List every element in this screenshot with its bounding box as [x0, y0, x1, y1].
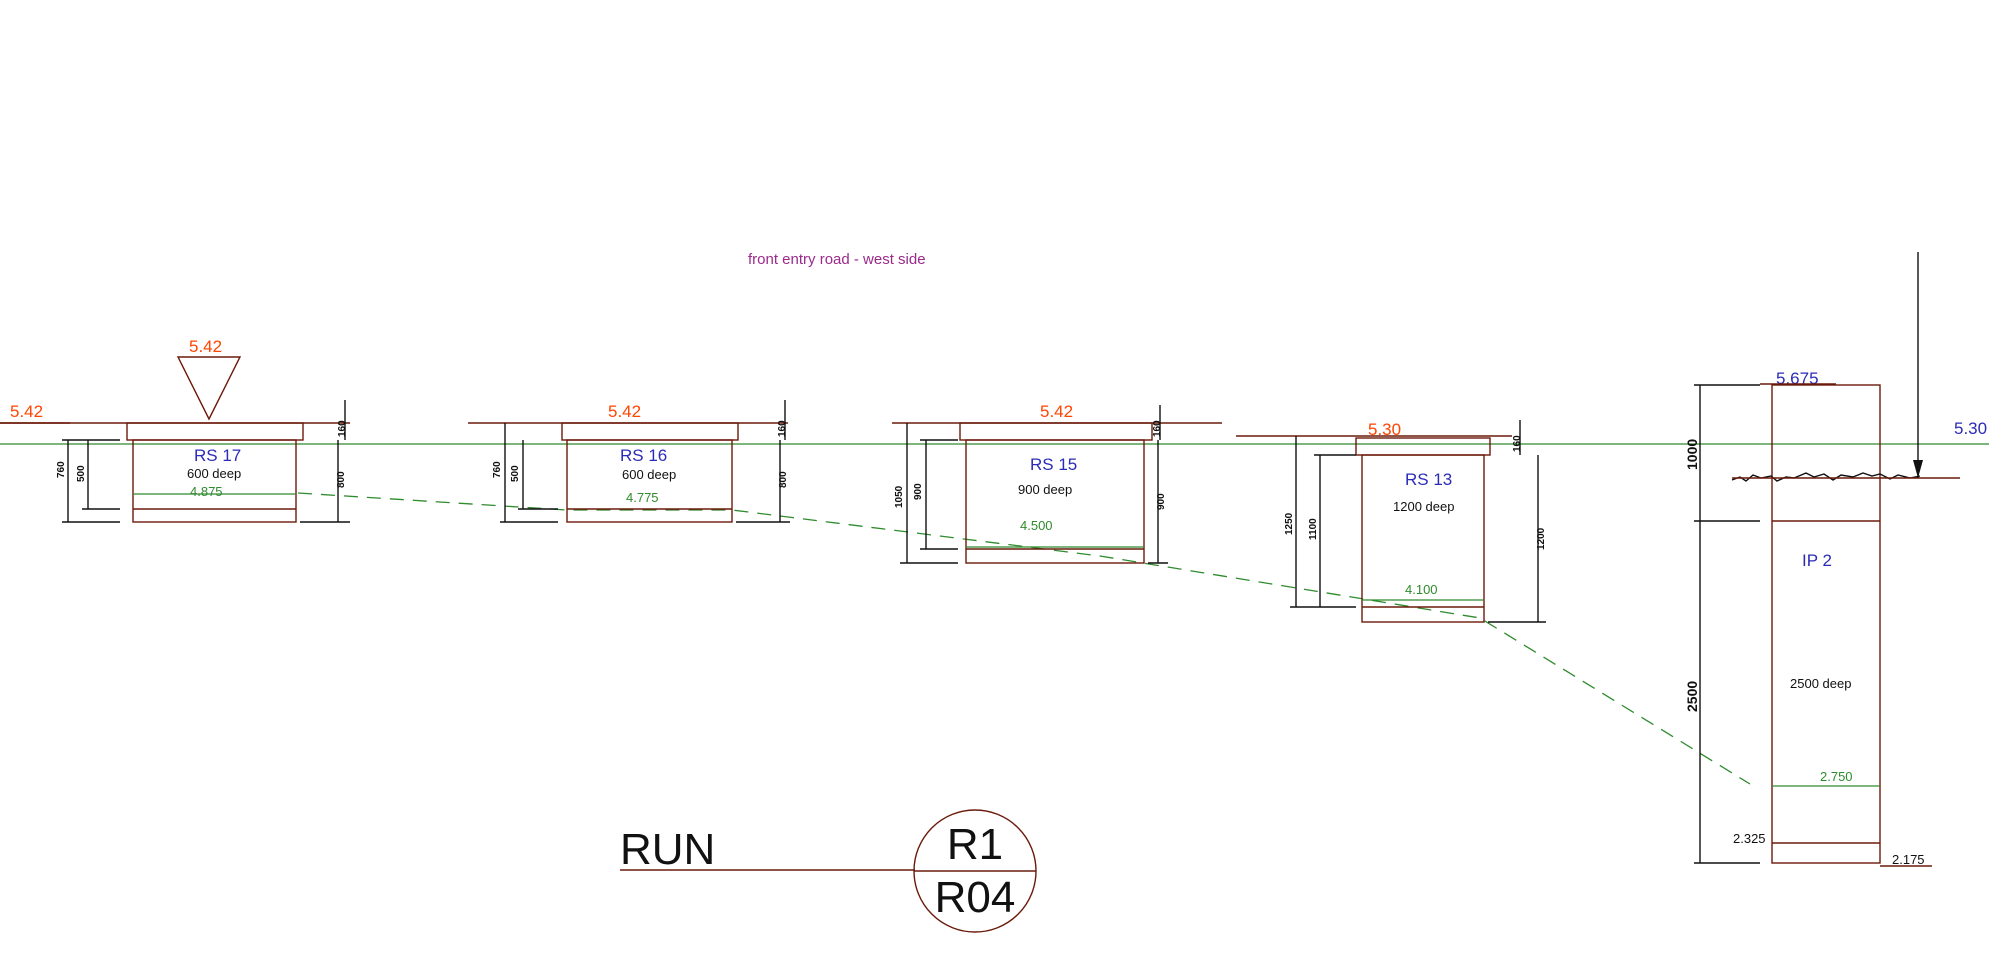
- level-triangle-icon: [176, 356, 242, 421]
- ip-depth: 2500 deep: [1790, 676, 1851, 691]
- pit-depth: 600 deep: [622, 467, 676, 482]
- dim-1200: 1200: [1536, 527, 1547, 550]
- pit-invert: 4.875: [190, 484, 223, 499]
- dim-1000: 1000: [1684, 439, 1700, 470]
- pit-rs13: 5.30 RS 13 1200 deep 4.100 1250 1100 120…: [1236, 420, 1547, 623]
- dim-900-right: 900: [1156, 493, 1167, 510]
- level: 5.30: [1368, 420, 1401, 439]
- pit-depth: 600 deep: [187, 466, 241, 481]
- pit-rs17: 5.42 5.42 RS 17 600 deep 4.875 760 500 8…: [0, 337, 350, 523]
- dim-800: 800: [778, 471, 789, 488]
- dim-760: 760: [56, 461, 67, 478]
- pit-name: RS 15: [1030, 455, 1077, 474]
- pit-invert: 4.100: [1405, 582, 1438, 597]
- pit-rs16: 5.42 RS 16 600 deep 4.775 760 500 800 16…: [468, 400, 790, 523]
- dim-1100: 1100: [1308, 518, 1319, 540]
- dim-760: 760: [492, 461, 503, 478]
- run-marker: RUN R1 R04: [620, 809, 1037, 933]
- run-bottom: R04: [935, 873, 1016, 922]
- pit-name: RS 13: [1405, 470, 1452, 489]
- ip-top-level: 5.675: [1776, 369, 1819, 388]
- run-label: RUN: [620, 825, 715, 874]
- pit-ip2: 5.675 IP 2 2500 deep 2.750 2.325 2.175 5…: [1684, 252, 1987, 867]
- dim-160: 160: [1512, 435, 1523, 452]
- dim-900: 900: [913, 483, 924, 500]
- dim-1050: 1050: [894, 485, 905, 508]
- dim-1250: 1250: [1284, 512, 1295, 535]
- pipe-fall-line: [297, 492, 1751, 785]
- pit-invert: 4.500: [1020, 518, 1053, 533]
- level: 5.42: [608, 402, 641, 421]
- arrow-head-icon: [1913, 460, 1923, 478]
- dim-500: 500: [76, 465, 87, 482]
- pit-name: RS 16: [620, 446, 667, 465]
- ip-right-level: 5.30: [1954, 419, 1987, 438]
- left-level: 5.42: [10, 402, 43, 421]
- ip-name: IP 2: [1802, 551, 1832, 570]
- ip-invert: 2.750: [1820, 769, 1853, 784]
- pit-depth: 900 deep: [1018, 482, 1072, 497]
- drawing-caption: front entry road - west side: [748, 251, 926, 268]
- dim-160: 160: [337, 420, 348, 437]
- dim-160: 160: [777, 420, 788, 437]
- pit-name: RS 17: [194, 446, 241, 465]
- level: 5.42: [1040, 402, 1073, 421]
- dim-500: 500: [510, 465, 521, 482]
- pit-rs15: 5.42 RS 15 900 deep 4.500 1050 900 900 1…: [892, 402, 1222, 564]
- ground-surface-scribble: [1731, 472, 1921, 482]
- dim-800: 800: [336, 471, 347, 488]
- pit-depth: 1200 deep: [1393, 499, 1454, 514]
- run-top: R1: [947, 820, 1003, 869]
- triangle-level: 5.42: [189, 337, 222, 356]
- dim-2500: 2500: [1684, 681, 1700, 712]
- ip-bottom-right: 2.175: [1892, 852, 1925, 867]
- ip-bottom-left: 2.325: [1733, 831, 1766, 846]
- dim-160: 160: [1152, 420, 1163, 437]
- pit-invert: 4.775: [626, 490, 659, 505]
